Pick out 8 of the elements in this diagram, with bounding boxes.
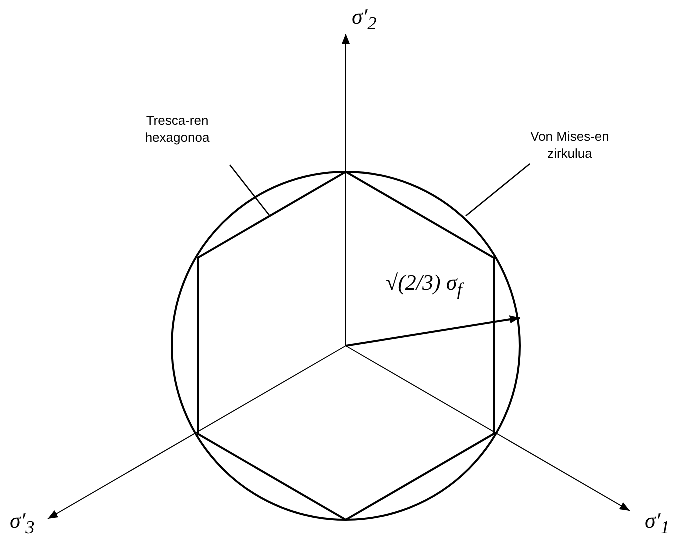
leader-line <box>466 164 530 217</box>
axis-label: σ′$_{3}$ <box>10 508 35 534</box>
leader-line <box>229 164 271 217</box>
radius-formula: √(2/3) σ$_{f}$ <box>386 270 462 300</box>
axis-label: σ′$_{2}$ <box>352 4 377 34</box>
axis-label: σ′$_{1}$ <box>645 508 670 534</box>
part-label: Von Mises-en zirkulua <box>530 128 610 162</box>
part-label: Tresca-ren hexagonoa <box>144 112 211 146</box>
